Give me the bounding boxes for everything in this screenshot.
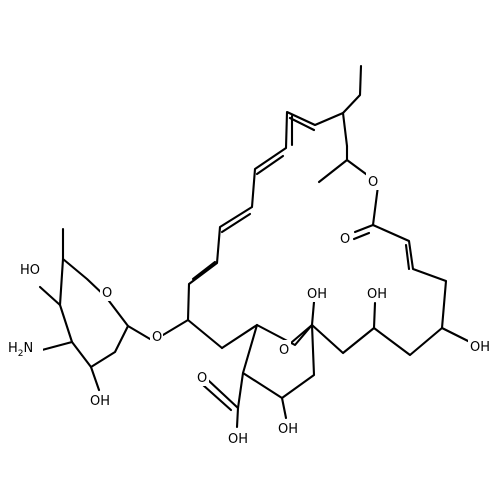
double-bond-2 bbox=[220, 212, 252, 234]
atom-amino: H2N bbox=[8, 341, 33, 359]
glycosidic-bond-a bbox=[126, 324, 152, 341]
hemiketal-oh-bond bbox=[310, 300, 316, 327]
double-bond-1 bbox=[191, 260, 217, 281]
atom-amino-subscript: 2 bbox=[18, 349, 24, 359]
enoate-double-bond bbox=[404, 243, 411, 271]
ring-oh-bond bbox=[280, 396, 288, 420]
acid-c-bond bbox=[236, 371, 245, 410]
pyran-o-bond-a bbox=[290, 323, 314, 344]
carbonyl-bond-2 bbox=[352, 231, 371, 241]
atom-oh-hemiketal: OH bbox=[307, 287, 327, 302]
atom-oh-sugar-bottom: OH bbox=[90, 394, 110, 409]
ester-o-bond-b bbox=[371, 184, 380, 227]
pyran-ring-bonds bbox=[241, 323, 316, 400]
atom-labels: HO O H2N OH O O O OH O OH OH OH OH O bbox=[7, 172, 494, 447]
double-bond-5 bbox=[288, 116, 316, 132]
acid-double-bond-1 bbox=[206, 378, 240, 410]
atom-oh-chain-2: OH bbox=[470, 340, 490, 355]
acid-double-bond-2 bbox=[201, 383, 233, 412]
double-bond-3 bbox=[255, 154, 285, 176]
sugar-amino-bond bbox=[40, 340, 74, 352]
ethyl-group bbox=[341, 64, 363, 115]
atom-amino-h: H bbox=[8, 341, 18, 356]
acid-oh-bond bbox=[235, 406, 240, 429]
ring-chain-link-2 bbox=[186, 318, 224, 350]
ester-chain bbox=[317, 144, 349, 184]
sugar-oh-top-bond bbox=[38, 285, 62, 307]
atom-o-acid: O bbox=[197, 371, 207, 386]
atom-oh-ring: OH bbox=[278, 422, 298, 437]
bond-lines bbox=[38, 64, 478, 429]
ring-chain-link-1 bbox=[220, 323, 259, 350]
sugar-oh-bottom-bond bbox=[89, 365, 101, 392]
atom-o-carbonyl: O bbox=[340, 232, 350, 247]
glycosidic-bond-b bbox=[161, 318, 190, 337]
polyene-chain bbox=[186, 110, 349, 322]
atom-o-sugar-ring: O bbox=[102, 286, 112, 301]
hydroxyl-chain bbox=[310, 323, 444, 357]
atom-oh-chain-1: OH bbox=[367, 287, 387, 302]
atom-amino-n: N bbox=[24, 341, 34, 356]
enoate-chain bbox=[371, 223, 478, 347]
oh-chain-1-bond bbox=[372, 301, 377, 330]
atom-oh-sugar-top: HO bbox=[20, 263, 40, 278]
carbonyl-bond-1 bbox=[353, 223, 375, 234]
atom-o-pyran: O bbox=[279, 343, 289, 358]
atom-o-glycosidic: O bbox=[152, 330, 162, 345]
atom-oh-acid: OH bbox=[228, 432, 248, 447]
sugar-ring-bonds bbox=[58, 257, 130, 369]
atom-o-ester: O bbox=[368, 175, 378, 190]
